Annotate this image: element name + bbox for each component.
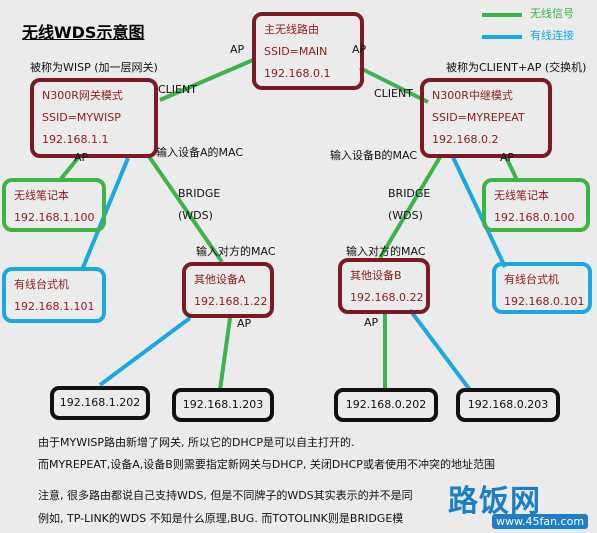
client-3-ip: 192.168.0.202 bbox=[345, 398, 427, 411]
main-router: 主无线路由 SSID=MAIN 192.168.0.1 bbox=[252, 12, 364, 90]
diagram-title: 无线WDS示意图 bbox=[22, 23, 145, 42]
device-a: 其他设备A 192.168.1.22 bbox=[182, 262, 274, 318]
left-desktop-ip: 192.168.1.101 bbox=[14, 300, 95, 313]
client-1: 192.168.1.202 bbox=[50, 386, 150, 420]
wds-label: (WDS) bbox=[178, 209, 213, 222]
mac-a-label: 输入设备A的MAC bbox=[156, 146, 244, 159]
legend-wired-label: 有线连接 bbox=[530, 29, 574, 42]
client-label: CLIENT bbox=[374, 87, 413, 100]
device-b-ip: 192.168.0.22 bbox=[350, 291, 424, 304]
left-router: N300R网关模式 SSID=MYWISP 192.168.1.1 bbox=[30, 78, 158, 158]
left-laptop-name: 无线笔记本 bbox=[14, 189, 69, 202]
device-a-name: 其他设备A bbox=[194, 273, 246, 286]
ap-label: AP bbox=[237, 317, 252, 330]
link-right-laptop bbox=[503, 154, 519, 181]
ap-label: AP bbox=[230, 43, 245, 56]
left-laptop-ip: 192.168.1.100 bbox=[14, 211, 95, 224]
client-2: 192.168.1.203 bbox=[172, 388, 274, 422]
link-a-client1 bbox=[98, 316, 192, 387]
link-main-left bbox=[159, 58, 254, 102]
ap-label: AP bbox=[74, 151, 89, 164]
peer-mac-label: 输入对方的MAC bbox=[346, 245, 426, 258]
device-a-ip: 192.168.1.22 bbox=[194, 295, 268, 308]
right-router-caption: 被称为CLIENT+AP (交换机) bbox=[446, 61, 587, 74]
link-b-client4 bbox=[408, 308, 472, 392]
right-desktop-name: 有线台式机 bbox=[504, 273, 559, 286]
right-router-name: N300R中继模式 bbox=[432, 89, 513, 102]
right-router-ssid: SSID=MYREPEAT bbox=[432, 111, 525, 124]
client-4-ip: 192.168.0.203 bbox=[467, 398, 549, 411]
left-desktop-name: 有线台式机 bbox=[14, 278, 69, 291]
client-1-ip: 192.168.1.202 bbox=[59, 396, 141, 409]
note-line-2: 而MYREPEAT,设备A,设备B则需要指定新网关与DHCP, 关闭DHCP或者… bbox=[38, 458, 495, 471]
right-wired-desktop: 有线台式机 192.168.0.101 bbox=[492, 262, 592, 314]
right-router: N300R中继模式 SSID=MYREPEAT 192.168.0.2 bbox=[420, 78, 552, 158]
ap-label: AP bbox=[364, 316, 379, 329]
right-desktop-ip: 192.168.0.101 bbox=[504, 295, 585, 308]
left-wireless-laptop: 无线笔记本 192.168.1.100 bbox=[2, 178, 106, 232]
right-laptop-ip: 192.168.0.100 bbox=[494, 211, 575, 224]
device-b-name: 其他设备B bbox=[350, 269, 402, 282]
main-router-ip: 192.168.0.1 bbox=[264, 67, 331, 80]
left-router-ssid: SSID=MYWISP bbox=[42, 111, 121, 124]
device-b: 其他设备B 192.168.0.22 bbox=[338, 258, 430, 314]
client-4: 192.168.0.203 bbox=[456, 388, 560, 422]
left-router-name: N300R网关模式 bbox=[42, 89, 123, 102]
right-laptop-name: 无线笔记本 bbox=[494, 189, 549, 202]
note-line-1: 由于MYWISP路由新增了网关, 所以它的DHCP是可以自主打开的. bbox=[38, 436, 355, 449]
left-wired-desktop: 有线台式机 192.168.1.101 bbox=[2, 267, 106, 323]
right-router-ip: 192.168.0.2 bbox=[432, 133, 499, 146]
left-router-ip: 192.168.1.1 bbox=[42, 133, 109, 146]
bridge-label: BRIDGE bbox=[388, 187, 431, 200]
legend-wireless-label: 无线信号 bbox=[530, 7, 574, 20]
link-a-client2 bbox=[218, 317, 232, 391]
ap-label: AP bbox=[352, 43, 367, 56]
link-left-device-a bbox=[146, 153, 224, 264]
ap-label: AP bbox=[500, 151, 515, 164]
link-main-right bbox=[359, 66, 429, 104]
link-right-desktop bbox=[450, 154, 507, 268]
peer-mac-label: 输入对方的MAC bbox=[196, 245, 276, 258]
watermark-logo: 路饭网 bbox=[448, 484, 541, 519]
right-wireless-laptop: 无线笔记本 192.168.0.100 bbox=[482, 178, 590, 232]
main-router-name: 主无线路由 bbox=[264, 23, 319, 36]
note-line-4: 例如, TP-LINK的WDS 不知是什么原理,BUG. 而TOTOLINK则是… bbox=[38, 512, 404, 525]
client-2-ip: 192.168.1.203 bbox=[182, 398, 264, 411]
main-router-ssid: SSID=MAIN bbox=[264, 45, 328, 58]
wds-label: (WDS) bbox=[388, 209, 423, 222]
mac-b-label: 输入设备B的MAC bbox=[330, 149, 418, 162]
link-left-laptop bbox=[58, 156, 80, 182]
note-line-3: 注意, 很多路由都说自己支持WDS, 但是不同牌子的WDS其实表示的并不是同 bbox=[38, 489, 413, 502]
bridge-label: BRIDGE bbox=[178, 187, 221, 200]
watermark-url: www.45fan.com bbox=[492, 514, 589, 529]
client-3: 192.168.0.202 bbox=[334, 388, 438, 422]
client-label: CLIENT bbox=[158, 83, 197, 96]
left-router-caption: 被称为WISP (加一层网关) bbox=[30, 61, 158, 74]
link-right-device-b bbox=[378, 155, 442, 260]
